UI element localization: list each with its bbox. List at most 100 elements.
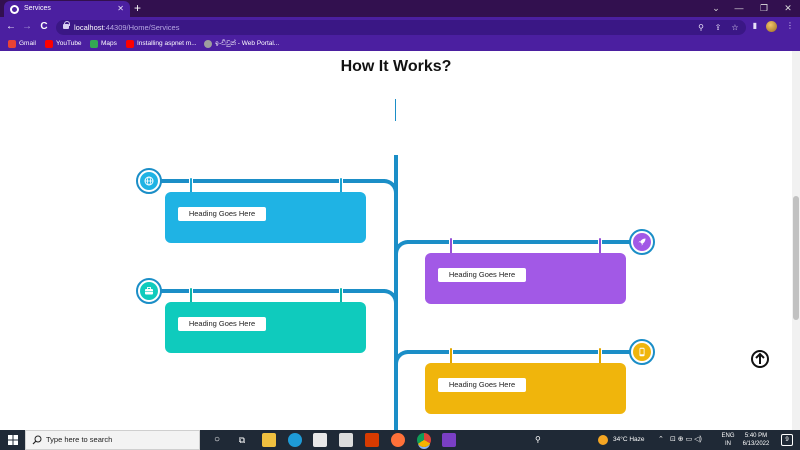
search-placeholder: Type here to search [46,435,113,444]
new-tab-button[interactable]: + [134,1,142,15]
bookmark-youtube[interactable]: YouTube [45,37,82,51]
reload-button[interactable]: C [40,21,48,32]
mail-icon[interactable] [339,433,353,447]
step-heading: Heading Goes Here [178,317,266,331]
favicon-icon [10,5,19,14]
scrollbar-thumb[interactable] [793,196,799,320]
step-card-4: Heading Goes Here [425,363,626,414]
lang-top: ENG [721,433,735,439]
step-card-3: Heading Goes Here [165,302,366,353]
notification-center-button[interactable]: 9 [781,434,793,446]
clock-date: 6/13/2022 [742,441,770,447]
page-title: How It Works? [340,58,452,75]
step-1-badge [136,168,162,194]
chrome-icon[interactable] [417,433,431,447]
tab-strip: Services ✕ + ⌄ — ❐ ✕ [0,0,800,17]
bookmark-label: Maps [101,40,117,47]
windows-taskbar: Type here to search ○ ⧉ ⚲ 34°C Haze ⌃ ⊡ … [0,430,800,450]
youtube-icon [126,40,134,48]
youtube-icon [45,40,53,48]
forward-button[interactable]: → [22,21,32,32]
arrow-up-icon [755,352,765,364]
timeline-curve [380,179,398,197]
tab-close-icon[interactable]: ✕ [117,4,124,13]
bookmark-label: Gmail [19,40,36,47]
timeline-branch [160,179,386,183]
step-3-badge [136,278,162,304]
tab-title: Services [24,5,51,12]
scroll-to-top-button[interactable] [751,350,769,368]
url-field[interactable]: localhost:44309/Home/Services ⚲ ⇪ ☆ [56,20,746,35]
timeline-branch [407,350,632,354]
mobile-icon [639,347,645,357]
windows-start-icon[interactable] [8,435,18,445]
bookmark-label: Installing aspnet m... [137,40,197,47]
globe-icon [144,176,154,186]
step-heading: Heading Goes Here [438,378,526,392]
cortana-icon[interactable]: ○ [213,434,221,445]
lang-bottom: IN [725,441,731,447]
step-heading: Heading Goes Here [178,207,266,221]
menu-kebab-icon[interactable]: ⋮ [786,21,794,30]
rocket-icon [638,238,646,246]
store-icon[interactable] [313,433,327,447]
timeline-branch [407,240,632,244]
text-caret [395,99,396,121]
firefox-icon[interactable] [391,433,405,447]
bookmarks-bar: Gmail YouTube Maps Installing aspnet m..… [0,37,800,51]
task-view-icon[interactable]: ⧉ [238,435,246,445]
file-explorer-icon[interactable] [262,433,276,447]
step-card-1: Heading Goes Here [165,192,366,243]
step-card-2: Heading Goes Here [425,253,626,304]
step-2-badge [629,229,655,255]
timeline-branch [160,289,386,293]
globe-icon [204,40,212,48]
clock[interactable]: 5:40 PM 6/13/2022 [740,432,772,448]
people-icon[interactable]: ⚲ [535,435,541,444]
weather-text[interactable]: 34°C Haze [613,436,645,443]
gmail-icon [8,40,16,48]
url-host: localhost [74,23,104,32]
back-button[interactable]: ← [6,21,16,32]
maps-icon [90,40,98,48]
timeline-curve [394,240,412,258]
lock-icon[interactable] [63,21,70,29]
search-icon [32,435,42,445]
close-window-button[interactable]: ✕ [784,3,792,13]
edge-icon[interactable] [288,433,302,447]
bookmark-star-icon[interactable]: ☆ [731,23,739,32]
page-content: How It Works? Heading Goes Here Heading … [0,51,792,430]
tray-network-icons[interactable]: ⊡ ⊕ ▭ ◁) [670,436,702,443]
timeline-trunk [394,155,398,430]
timeline-curve [394,350,412,368]
url-path: :44309/Home/Services [103,23,180,32]
address-bar-row: ← → C localhost:44309/Home/Services ⚲ ⇪ … [0,17,800,37]
weather-icon [598,435,608,445]
tray-chevron-icon[interactable]: ⌃ [658,436,664,443]
clock-time: 5:40 PM [744,433,768,439]
tab-search-icon[interactable]: ⌄ [712,3,720,13]
language-indicator[interactable]: ENG IN [721,432,735,448]
timeline-curve [380,289,398,307]
url-text[interactable]: localhost:44309/Home/Services [74,20,179,35]
step-4-badge [629,339,655,365]
share-icon[interactable]: ⇪ [714,23,722,32]
minimize-button[interactable]: — [734,3,744,13]
bookmark-maps[interactable]: Maps [90,37,117,51]
notification-count: 9 [785,437,789,443]
bookmark-installing-aspnet[interactable]: Installing aspnet m... [126,37,197,51]
office-icon[interactable] [365,433,379,447]
bookmark-label: YouTube [56,40,82,47]
maximize-button[interactable]: ❐ [759,3,769,13]
profile-avatar[interactable] [766,21,777,32]
step-heading: Heading Goes Here [438,268,526,282]
bookmark-web-portal[interactable]: ඉ-ඩිවුන් - Web Portal... [204,37,279,51]
taskbar-search-field[interactable]: Type here to search [25,430,200,450]
briefcase-icon [145,287,153,295]
visual-studio-icon[interactable] [442,433,456,447]
side-panel-icon[interactable]: ▮ [752,21,758,30]
tab-services[interactable]: Services ✕ [4,1,130,17]
bookmark-gmail[interactable]: Gmail [8,37,36,51]
bookmark-label: ඉ-ඩිවුන් - Web Portal... [215,40,280,47]
zoom-icon[interactable]: ⚲ [698,23,704,32]
